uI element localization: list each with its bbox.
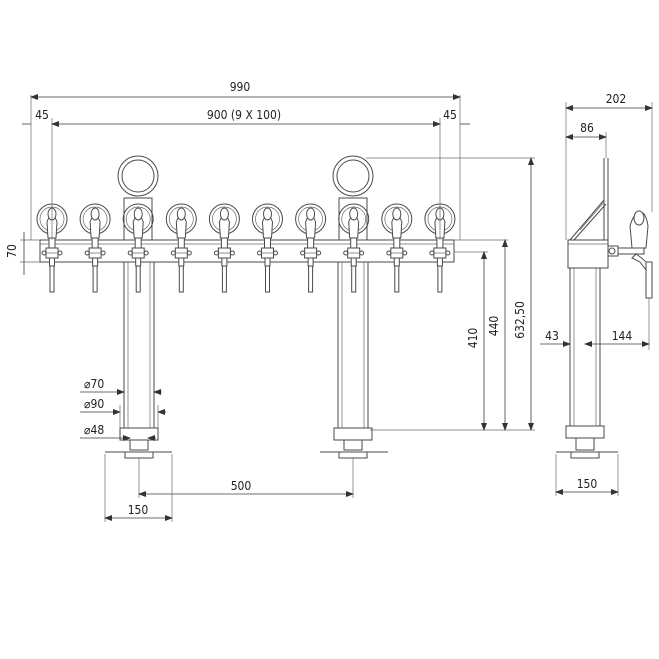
dim-440-label: 440: [487, 316, 501, 337]
dim-202: 202: [565, 92, 653, 240]
faucet: [208, 203, 240, 293]
side-view: 202 86 43 144 150: [540, 92, 653, 496]
dim-500-label: 500: [231, 479, 252, 493]
side-display-panel: [569, 158, 609, 241]
dim-45-right-label: 45: [443, 108, 457, 122]
dim-632: 632,50: [366, 157, 535, 431]
dim-dia-70: ⌀70: [80, 377, 162, 395]
faucet: [424, 203, 456, 293]
dim-900-label: 900 (9 X 100): [207, 108, 281, 122]
faucet-row: [36, 203, 456, 293]
dim-45-right: 45: [443, 108, 470, 125]
dim-43: 43: [540, 329, 571, 347]
dim-150-side-label: 150: [577, 477, 598, 491]
right-column: [320, 261, 388, 459]
dim-dia-90: ⌀90: [80, 397, 166, 428]
dia-48-label: ⌀48: [84, 423, 104, 437]
faucet: [165, 203, 197, 293]
side-faucet: [607, 210, 653, 299]
faucet: [338, 203, 370, 293]
dim-144-label: 144: [612, 329, 633, 343]
dim-dia-48: ⌀48: [80, 423, 156, 441]
faucet: [295, 203, 327, 293]
dim-410-label: 410: [466, 328, 480, 349]
dim-45-left-label: 45: [35, 108, 49, 122]
dim-150-side: 150: [555, 454, 619, 496]
side-head-block: [567, 239, 609, 269]
dia-70-label: ⌀70: [84, 377, 104, 391]
dim-632-label: 632,50: [513, 301, 527, 339]
dim-43-label: 43: [545, 329, 559, 343]
dim-70-bar-label: 70: [5, 244, 19, 258]
dim-202-label: 202: [606, 92, 627, 106]
dia-90-label: ⌀90: [84, 397, 104, 411]
dim-990-label: 990: [230, 80, 251, 94]
dim-990: 990: [30, 80, 461, 240]
faucet: [252, 203, 283, 293]
dim-70-bar: 70: [5, 232, 40, 275]
faucet: [381, 203, 413, 293]
dim-144: 144: [584, 298, 650, 350]
front-view: 990 900 (9 X 100) 45 45 70 ⌀70: [5, 80, 535, 522]
dim-45-left: 45: [22, 108, 49, 125]
dim-440: 440: [454, 239, 508, 431]
dim-86-label: 86: [580, 121, 594, 135]
dim-500: 500: [138, 458, 354, 498]
faucet: [122, 203, 154, 293]
dim-86: 86: [565, 121, 607, 158]
dim-150-front-label: 150: [128, 503, 149, 517]
dim-900: 900 (9 X 100): [51, 108, 441, 240]
faucet: [79, 203, 111, 293]
dim-150-front: 150: [104, 454, 173, 522]
